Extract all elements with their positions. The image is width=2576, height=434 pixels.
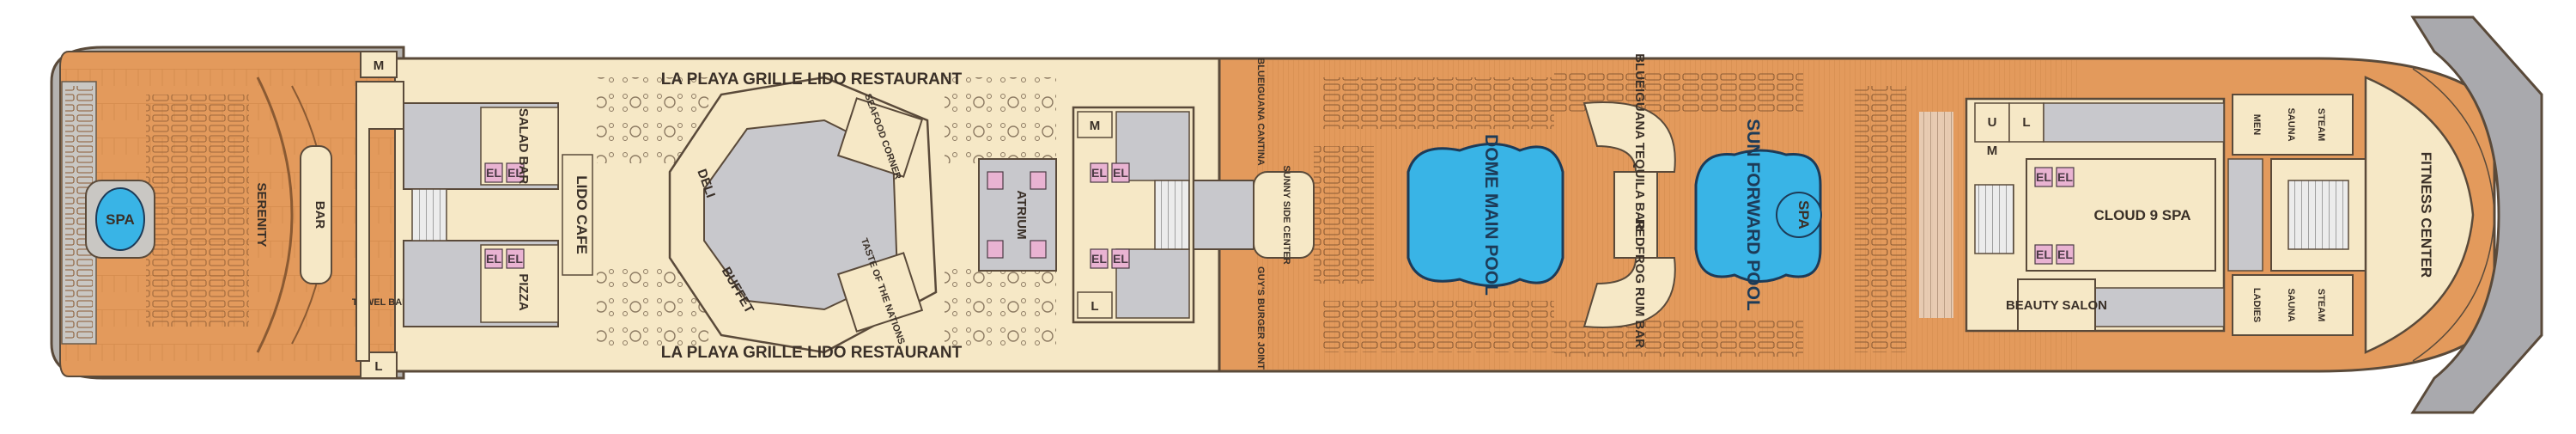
- spa-tub: [1776, 192, 1822, 238]
- atrium-label: ATRIUM: [1014, 190, 1029, 239]
- spa-elevators: [2034, 167, 2075, 265]
- sauna-label-bottom: SAUNA: [2286, 288, 2296, 321]
- tequila-bar-label: BLUEIGUANA TEQUILA BAR: [1632, 53, 1647, 230]
- dome-pool-label: DOME MAIN POOL: [1481, 134, 1501, 296]
- forward-restroom-u: U: [1988, 115, 1997, 130]
- lido-cafe-label: LIDO CAFE: [574, 175, 590, 254]
- beauty-salon-label: BEAUTY SALON: [2006, 298, 2107, 313]
- pool-deck: [1253, 60, 2078, 370]
- aft-spa-pool: [95, 187, 145, 251]
- sun-pool-label: SUN FORWARD POOL: [1743, 119, 1763, 311]
- dome-main-pool: [1406, 143, 1564, 287]
- sunny-center-label: SUNNY SIDE CENTER: [1281, 165, 1291, 264]
- pizza-label: PIZZA: [516, 273, 531, 310]
- lido-restroom-m: M: [1090, 119, 1101, 133]
- elevator-icon: EL: [507, 166, 523, 180]
- salad-bar-label: SALAD BAR: [516, 108, 531, 184]
- atrium-elevators: [987, 171, 1047, 259]
- elevator-icon: EL: [2036, 248, 2051, 261]
- elevator-icon: EL: [2057, 170, 2073, 184]
- blueiguana-cantina-label: BLUEIGUANA CANTINA: [1255, 58, 1266, 166]
- men-label: MEN: [2251, 114, 2262, 136]
- elevator-icon: EL: [486, 252, 501, 266]
- elevator-icon: EL: [1091, 166, 1107, 180]
- serenity-label: SERENITY: [254, 182, 269, 247]
- ladies-label: LADIES: [2251, 288, 2262, 322]
- elevator-icon: EL: [1113, 252, 1128, 266]
- restaurant-bottom-label: LA PLAYA GRILLE LIDO RESTAURANT: [661, 344, 963, 362]
- lido-restroom-l: L: [1091, 299, 1098, 314]
- lido-area: [355, 76, 1255, 362]
- forward-restroom-l: L: [2022, 115, 2030, 130]
- cloud9-label: CLOUD 9 SPA: [2093, 207, 2190, 223]
- steam-label-bottom: STEAM: [2316, 289, 2326, 322]
- aft-deck: [59, 51, 398, 379]
- fitness-center-label: FITNESS CENTER: [2418, 152, 2434, 278]
- guys-burger-joint-label: GUY'S BURGER JOINT: [1255, 266, 1266, 370]
- forward-restroom-m: M: [1987, 144, 1998, 158]
- sauna-label-top: SAUNA: [2286, 107, 2296, 141]
- elevator-group-forward: [1090, 162, 1130, 269]
- elevator-icon: EL: [1091, 252, 1107, 266]
- restaurant-top-label: LA PLAYA GRILLE LIDO RESTAURANT: [661, 70, 963, 89]
- elevator-icon: EL: [1113, 166, 1128, 180]
- spa-pool-label: SPA: [106, 211, 135, 228]
- sun-forward-pool: [1694, 149, 1822, 283]
- redfrog-bar-label: REDFROG RUM BAR: [1632, 219, 1647, 348]
- elevator-icon: EL: [507, 252, 523, 266]
- steam-label-top: STEAM: [2316, 108, 2326, 142]
- elevator-icon: EL: [2036, 170, 2051, 184]
- aft-restroom-m: M: [374, 58, 385, 73]
- spa-tub-label: SPA: [1795, 200, 1812, 229]
- aft-restroom-l: L: [374, 359, 382, 374]
- elevator-icon: EL: [486, 166, 501, 180]
- elevator-group-aft: [484, 162, 525, 269]
- bar-label: BAR: [313, 201, 327, 229]
- elevator-icon: EL: [2057, 248, 2073, 261]
